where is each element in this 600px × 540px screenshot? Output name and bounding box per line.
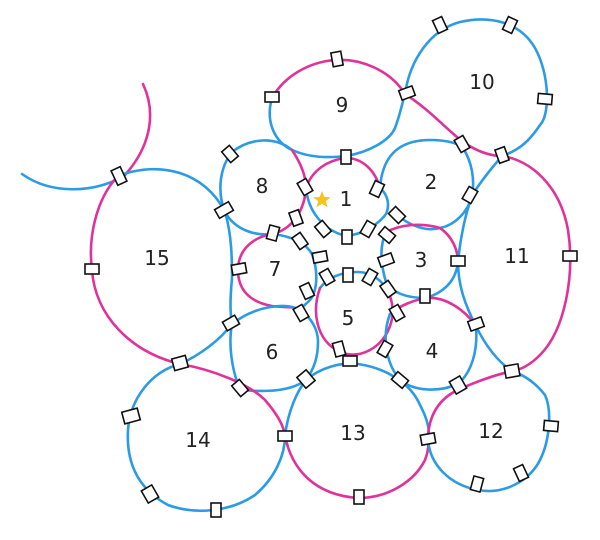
connector-tab	[397, 84, 417, 102]
connector-tab	[378, 279, 398, 299]
strand-magenta	[122, 82, 152, 178]
connector-tab	[329, 50, 345, 68]
cell-13-boundary-magenta	[283, 434, 430, 500]
connector-tab	[341, 229, 353, 245]
connector-tab	[120, 407, 142, 425]
connector-tab	[296, 177, 314, 197]
cell-14-boundary-blue	[126, 362, 287, 512]
connector-tab	[221, 314, 241, 332]
connector-tab	[503, 362, 521, 380]
cell-label-11: 11	[504, 244, 529, 268]
connector-tab	[318, 267, 336, 287]
cell-label-7: 7	[269, 257, 282, 281]
connector-tab	[277, 430, 293, 442]
connector-tab	[213, 200, 235, 220]
connector-tab	[512, 463, 530, 483]
connector-tab	[361, 267, 379, 287]
connector-tab	[461, 185, 479, 205]
connector-tab	[368, 179, 386, 199]
connector-tab	[493, 145, 511, 165]
cell-15-boundary-magenta	[89, 174, 182, 366]
connector-tab	[376, 339, 394, 359]
connector-tab	[287, 208, 305, 228]
cell-15-boundary-blue	[116, 167, 234, 366]
cell-label-4: 4	[426, 339, 439, 363]
cell-3-boundary-blue	[380, 230, 460, 300]
connector-tab	[419, 288, 431, 304]
cell-10-boundary-blue	[403, 18, 549, 158]
connector-tab	[170, 354, 190, 372]
cell-label-1: 1	[340, 187, 353, 211]
cell-label-14: 14	[185, 428, 210, 452]
connector-tab	[536, 92, 554, 106]
connector-tab	[390, 370, 410, 390]
connector-tab	[340, 149, 352, 165]
cell-label-5: 5	[342, 306, 355, 330]
connector-tab	[331, 339, 347, 359]
connector-tab	[220, 144, 240, 164]
connector-tab	[290, 231, 310, 251]
cell-label-2: 2	[425, 170, 438, 194]
cell-12-boundary-blue	[426, 369, 551, 493]
cell-label-6: 6	[266, 340, 279, 364]
connector-tab	[466, 315, 486, 333]
connector-tab	[230, 378, 250, 398]
connector-tab	[292, 303, 310, 323]
connector-tab	[377, 225, 397, 245]
cell-label-12: 12	[478, 419, 503, 443]
connector-tab	[298, 281, 316, 301]
connector-tab	[313, 219, 333, 239]
connector-tab	[387, 205, 407, 225]
connector-tabs	[84, 15, 578, 518]
connector-tab	[501, 15, 519, 35]
connector-tab	[265, 223, 281, 243]
cell-11-boundary-magenta	[500, 154, 572, 373]
connector-tab	[562, 250, 578, 262]
cell-3-boundary-magenta	[384, 223, 460, 264]
connector-tab	[210, 502, 222, 518]
connector-tab	[419, 431, 437, 447]
cell-10-boundary-magenta	[403, 92, 504, 158]
connector-tab	[448, 374, 468, 396]
connector-tab	[230, 261, 248, 277]
cell-label-9: 9	[336, 93, 349, 117]
cell-label-8: 8	[256, 174, 269, 198]
connector-tab	[469, 474, 485, 494]
connector-tab	[450, 255, 466, 267]
connector-tab	[376, 251, 396, 269]
cell-13-boundary-blue	[283, 362, 431, 442]
cell-label-13: 13	[340, 421, 365, 445]
cell-8-boundary-magenta	[270, 148, 308, 236]
connector-tab	[431, 15, 449, 35]
cell-label-10: 10	[469, 70, 494, 94]
connector-tab	[264, 91, 280, 103]
connector-tab	[542, 419, 560, 433]
cell-14-boundary-magenta	[178, 362, 287, 438]
connector-tab	[453, 134, 471, 154]
connector-tab	[342, 267, 354, 283]
cell-label-15: 15	[144, 246, 169, 270]
star-icon	[313, 191, 331, 208]
connector-tab	[110, 165, 128, 187]
connector-tab	[342, 355, 358, 367]
connector-tab	[295, 368, 317, 390]
connector-tab	[140, 483, 160, 505]
connector-tab	[311, 249, 329, 265]
connector-tab	[359, 219, 377, 239]
cell-label-3: 3	[415, 248, 428, 272]
connector-tab	[353, 489, 365, 505]
connector-tab	[84, 263, 100, 275]
connector-tab	[388, 303, 406, 323]
